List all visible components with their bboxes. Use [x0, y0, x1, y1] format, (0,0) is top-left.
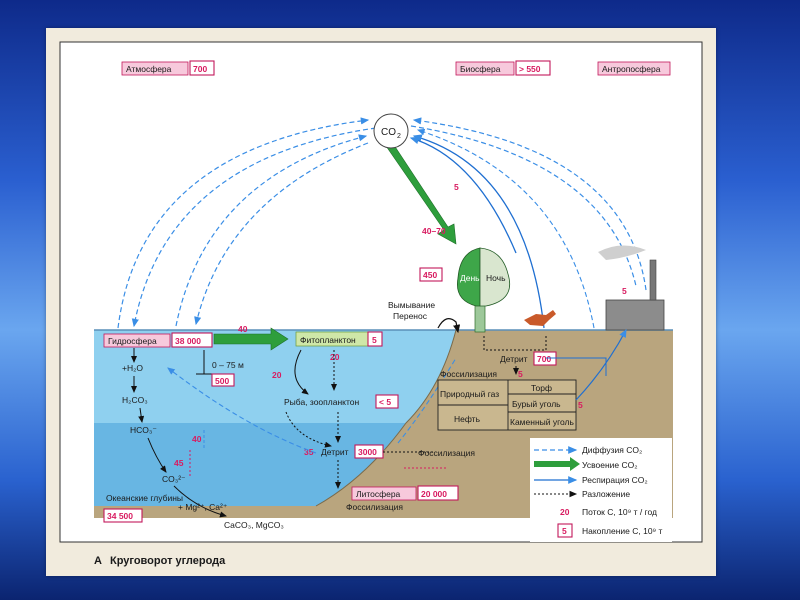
biosphere-value: > 550 — [519, 64, 541, 74]
flow-factory-out: 5 — [622, 286, 627, 296]
factory-chimney — [650, 260, 656, 300]
co3-label: CO₃²⁻ — [162, 474, 186, 484]
hydrosphere-value: 38 000 — [175, 336, 201, 346]
night-label: Ночь — [486, 273, 506, 283]
co2-label: CO — [381, 127, 396, 138]
legend-respiration-label: Респирация CO₂ — [582, 475, 648, 485]
legend-decomposition-label: Разложение — [582, 489, 630, 499]
hydrosphere-label: Гидросфера — [108, 336, 157, 346]
transfer-label: Перенос — [393, 311, 428, 321]
fish-value: < 5 — [379, 397, 391, 407]
h2co3-label: H₂CO₃ — [122, 395, 148, 405]
flow-hco3-up: 40 — [192, 434, 202, 444]
flow-co3-up: 45 — [174, 458, 184, 468]
legend-flow-label: Поток С, 10⁹ т / год — [582, 507, 657, 517]
legend-store-label: Накопление С, 10⁹ т — [582, 526, 663, 536]
hco3-label: HCO₃⁻ — [130, 425, 157, 435]
legend-flow-number: 20 — [560, 507, 570, 517]
phytoplankton-label: Фитопланктон — [300, 335, 356, 345]
natural-gas-label: Природный газ — [440, 389, 499, 399]
biomass-value: 450 — [423, 270, 437, 280]
depth-label: 0 – 75 м — [212, 360, 244, 370]
fish-label: Рыба, зоопланктон — [284, 397, 359, 407]
day-label: День — [460, 273, 480, 283]
flow-land-fossil: 5 — [518, 369, 523, 379]
carbon-cycle-figure: CO 2 Атмосфера 700 Биосфера > 550 Антроп… — [46, 28, 716, 576]
washout-label: Вымывание — [388, 300, 435, 310]
depth-value: 500 — [215, 376, 229, 386]
sea-detritus-value: 3000 — [358, 447, 377, 457]
atmosphere-label: Атмосфера — [126, 64, 172, 74]
flow-coal-out: 5 — [578, 400, 583, 410]
co2-subscript: 2 — [397, 133, 401, 140]
h2o-label: +H₂O — [122, 363, 143, 373]
factory — [606, 300, 664, 330]
phytoplankton-value: 5 — [372, 335, 377, 345]
flow-leaf-out: 5 — [454, 182, 459, 192]
biosphere-label: Биосфера — [460, 64, 501, 74]
caption-letter: А — [94, 555, 102, 567]
flow-leaf-in: 40–70 — [422, 226, 446, 236]
fossilization-top-label: Фоссилизация — [440, 369, 497, 379]
atmosphere-value: 700 — [193, 64, 207, 74]
land-detritus-value: 700 — [537, 354, 551, 364]
legend-store-number: 5 — [562, 526, 567, 536]
carbonates-label: CaCO₃, MgCO₃ — [224, 520, 284, 530]
lithosphere-label: Литосфера — [356, 489, 401, 499]
oil-label: Нефть — [454, 414, 481, 424]
land-detritus-label: Детрит — [500, 354, 528, 364]
carbon-cycle-diagram: CO 2 Атмосфера 700 Биосфера > 550 Антроп… — [46, 28, 716, 576]
lithosphere-value: 20 000 — [421, 489, 447, 499]
deep-ocean-value: 34 500 — [107, 511, 133, 521]
caption-text: Круговорот углерода — [110, 555, 226, 567]
brown-coal-label: Бурый уголь — [512, 399, 561, 409]
legend-diffusion-label: Диффузия CO₂ — [582, 445, 642, 455]
peat-label: Торф — [531, 383, 552, 393]
deep-ocean-label: Океанские глубины — [106, 493, 183, 503]
fossilization-mid-label: Фоссилизация — [418, 448, 475, 458]
ions-label: + Mg²⁺, Ca²⁺ — [178, 502, 228, 512]
anthroposphere-label: Антропосфера — [602, 64, 661, 74]
fossilization-bottom-label: Фоссилизация — [346, 502, 403, 512]
flow-ocean-in: 40 — [238, 324, 248, 334]
sea-detritus-label: Детрит — [321, 447, 349, 457]
flow-phyto-to-fish: 20 — [330, 352, 340, 362]
legend-assimilation-label: Усвоение CO₂ — [582, 460, 638, 470]
hard-coal-label: Каменный уголь — [510, 417, 575, 427]
flow-fish-to-phyto: 20 — [272, 370, 282, 380]
